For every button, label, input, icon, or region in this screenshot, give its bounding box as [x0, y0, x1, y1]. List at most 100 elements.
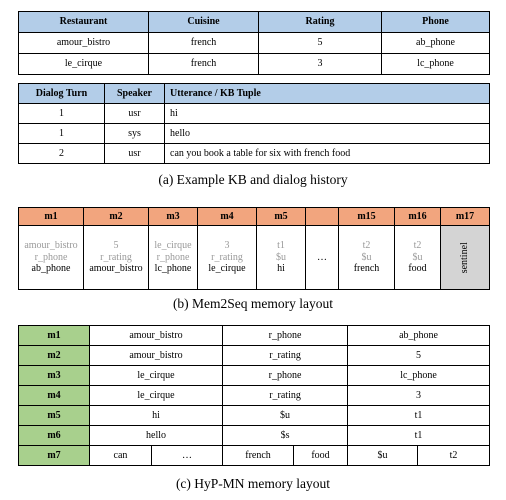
- sentinel-cell: sentinel: [440, 225, 490, 290]
- hypmn-cell: $u: [347, 445, 419, 466]
- memory-word: $u: [361, 251, 372, 263]
- memory-cell: le_cirque r_phone lc_phone: [148, 225, 198, 290]
- mem2seq-header: m3: [148, 207, 198, 226]
- hypmn-cell: r_rating: [222, 345, 349, 366]
- hypmn-cell: can: [89, 445, 152, 466]
- kb-cell: french: [148, 32, 259, 54]
- mem2seq-header: [305, 207, 339, 226]
- mem2seq-header: m1: [18, 207, 84, 226]
- hypmn-cell: food: [293, 445, 349, 466]
- hypmn-row-label: m1: [18, 325, 90, 346]
- memory-word: ab_phone: [31, 263, 71, 275]
- memory-cell: 5 r_rating amour_bistro: [83, 225, 149, 290]
- memory-cell: t2 $u food: [394, 225, 441, 290]
- memory-cell: 3 r_rating le_cirque: [197, 225, 257, 290]
- kb-header: Cuisine: [148, 11, 259, 33]
- memory-word: $u: [276, 251, 286, 263]
- kb-cell: le_cirque: [18, 53, 149, 75]
- memory-word: t2: [413, 240, 422, 252]
- ellipsis: …: [317, 251, 327, 263]
- ellipsis-cell: …: [305, 225, 339, 290]
- sentinel-label: sentinel: [459, 241, 471, 274]
- dialog-cell: 2: [18, 143, 105, 164]
- mem2seq-header: m17: [440, 207, 490, 226]
- hypmn-cell: t2: [417, 445, 491, 466]
- dialog-cell: sys: [104, 123, 165, 144]
- hypmn-table: m1 amour_bistro r_phone ab_phone m2 amou…: [18, 325, 491, 466]
- memory-word: $u: [412, 251, 423, 263]
- kb-cell: amour_bistro: [18, 32, 149, 54]
- hypmn-cell: t1: [347, 405, 491, 426]
- hypmn-cell: $u: [222, 405, 349, 426]
- kb-header: Restaurant: [18, 11, 149, 33]
- kb-cell: french: [148, 53, 259, 75]
- memory-cell: amour_bistro r_phone ab_phone: [18, 225, 84, 290]
- hypmn-row-label: m5: [18, 405, 90, 426]
- dialog-cell: usr: [104, 103, 165, 124]
- dialog-cell: hello: [164, 123, 490, 144]
- dialog-table: Dialog Turn Speaker Utterance / KB Tuple…: [18, 83, 490, 164]
- hypmn-cell: r_phone: [222, 325, 349, 346]
- memory-word: french: [353, 263, 380, 275]
- hypmn-row-label: m4: [18, 385, 90, 406]
- memory-word: r_rating: [100, 251, 132, 263]
- dialog-header: Utterance / KB Tuple: [164, 83, 490, 104]
- dialog-header: Dialog Turn: [18, 83, 105, 104]
- caption-c: (c) HyP-MN memory layout: [175, 476, 331, 491]
- hypmn-row-label: m6: [18, 425, 90, 446]
- memory-word: t1: [277, 240, 285, 252]
- memory-word: le_cirque: [154, 240, 192, 252]
- mem2seq-header: m16: [394, 207, 441, 226]
- hypmn-cell: le_cirque: [88, 365, 224, 386]
- hypmn-cell: r_phone: [222, 365, 349, 386]
- hypmn-cell: 3: [347, 385, 491, 406]
- hypmn-cell: amour_bistro: [88, 325, 224, 346]
- hypmn-cell: r_rating: [222, 385, 349, 406]
- dialog-cell: 1: [18, 123, 105, 144]
- dialog-cell: hi: [164, 103, 490, 124]
- hypmn-row-label: m7: [18, 445, 90, 466]
- memory-cell: t2 $u french: [338, 225, 395, 290]
- mem2seq-header: m2: [83, 207, 149, 226]
- hypmn-cell: le_cirque: [88, 385, 224, 406]
- memory-word: amour_bistro: [24, 240, 78, 252]
- hypmn-row-label: m2: [18, 345, 90, 366]
- memory-word: r_rating: [211, 251, 243, 263]
- hypmn-cell: french: [222, 445, 295, 466]
- hypmn-cell: ab_phone: [347, 325, 491, 346]
- hypmn-cell: lc_phone: [347, 365, 491, 386]
- kb-cell: 5: [258, 32, 382, 54]
- dialog-cell: 1: [18, 103, 105, 124]
- caption-b: (b) Mem2Seq memory layout: [172, 296, 334, 311]
- dialog-header: Speaker: [104, 83, 165, 104]
- hypmn-cell: 5: [347, 345, 491, 366]
- memory-cell: t1 $u hi: [256, 225, 306, 290]
- mem2seq-header: m5: [256, 207, 306, 226]
- memory-word: r_phone: [34, 251, 68, 263]
- mem2seq-header: m15: [338, 207, 395, 226]
- memory-word: food: [408, 263, 427, 275]
- memory-word: t2: [362, 240, 371, 252]
- memory-word: 5: [113, 240, 119, 252]
- kb-cell: 3: [258, 53, 382, 75]
- hypmn-cell: hi: [88, 405, 224, 426]
- kb-header: Phone: [381, 11, 490, 33]
- mem2seq-table: m1 m2 m3 m4 m5 m15 m16 m17 amour_bistro …: [18, 207, 490, 290]
- kb-header: Rating: [258, 11, 382, 33]
- hypmn-row-label: m3: [18, 365, 90, 386]
- mem2seq-header: m4: [197, 207, 257, 226]
- kb-cell: lc_phone: [381, 53, 490, 75]
- hypmn-cell: amour_bistro: [88, 345, 224, 366]
- memory-word: 3: [224, 240, 230, 252]
- caption-a: (a) Example KB and dialog history: [158, 172, 348, 187]
- hypmn-cell: hello: [88, 425, 224, 446]
- memory-word: amour_bistro: [89, 263, 143, 275]
- kb-cell: ab_phone: [381, 32, 490, 54]
- dialog-cell: usr: [104, 143, 165, 164]
- memory-word: lc_phone: [154, 263, 192, 275]
- hypmn-cell: …: [150, 445, 224, 466]
- hypmn-cell: $s: [222, 425, 349, 446]
- memory-word: hi: [277, 263, 285, 275]
- kb-table: Restaurant Cuisine Rating Phone amour_bi…: [18, 11, 490, 75]
- memory-word: le_cirque: [208, 263, 246, 275]
